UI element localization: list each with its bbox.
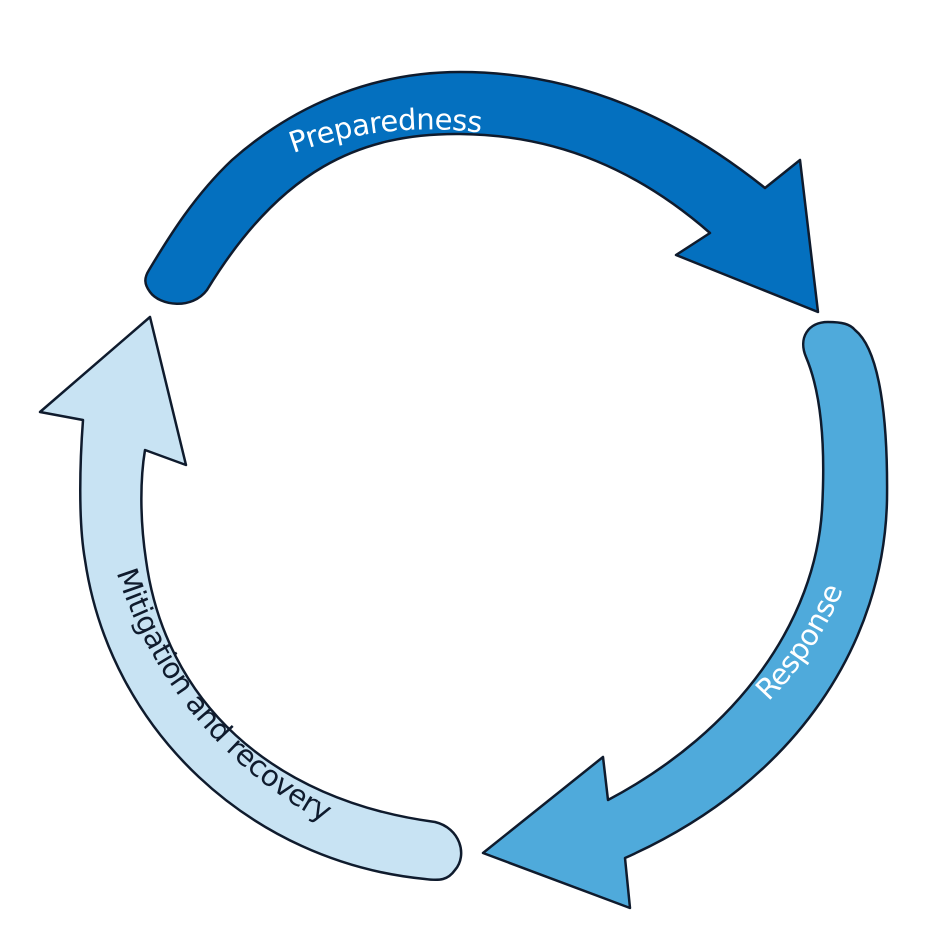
preparedness-arrow-shape <box>144 70 820 314</box>
preparedness-arrow: Preparedness <box>144 70 820 314</box>
response-arrow-shape <box>481 320 889 910</box>
response-arrow: Response <box>481 320 889 910</box>
mitigation-recovery-arrow-shape <box>38 315 463 882</box>
mitigation-recovery-arrow: Mitigation and recovery <box>38 315 463 882</box>
